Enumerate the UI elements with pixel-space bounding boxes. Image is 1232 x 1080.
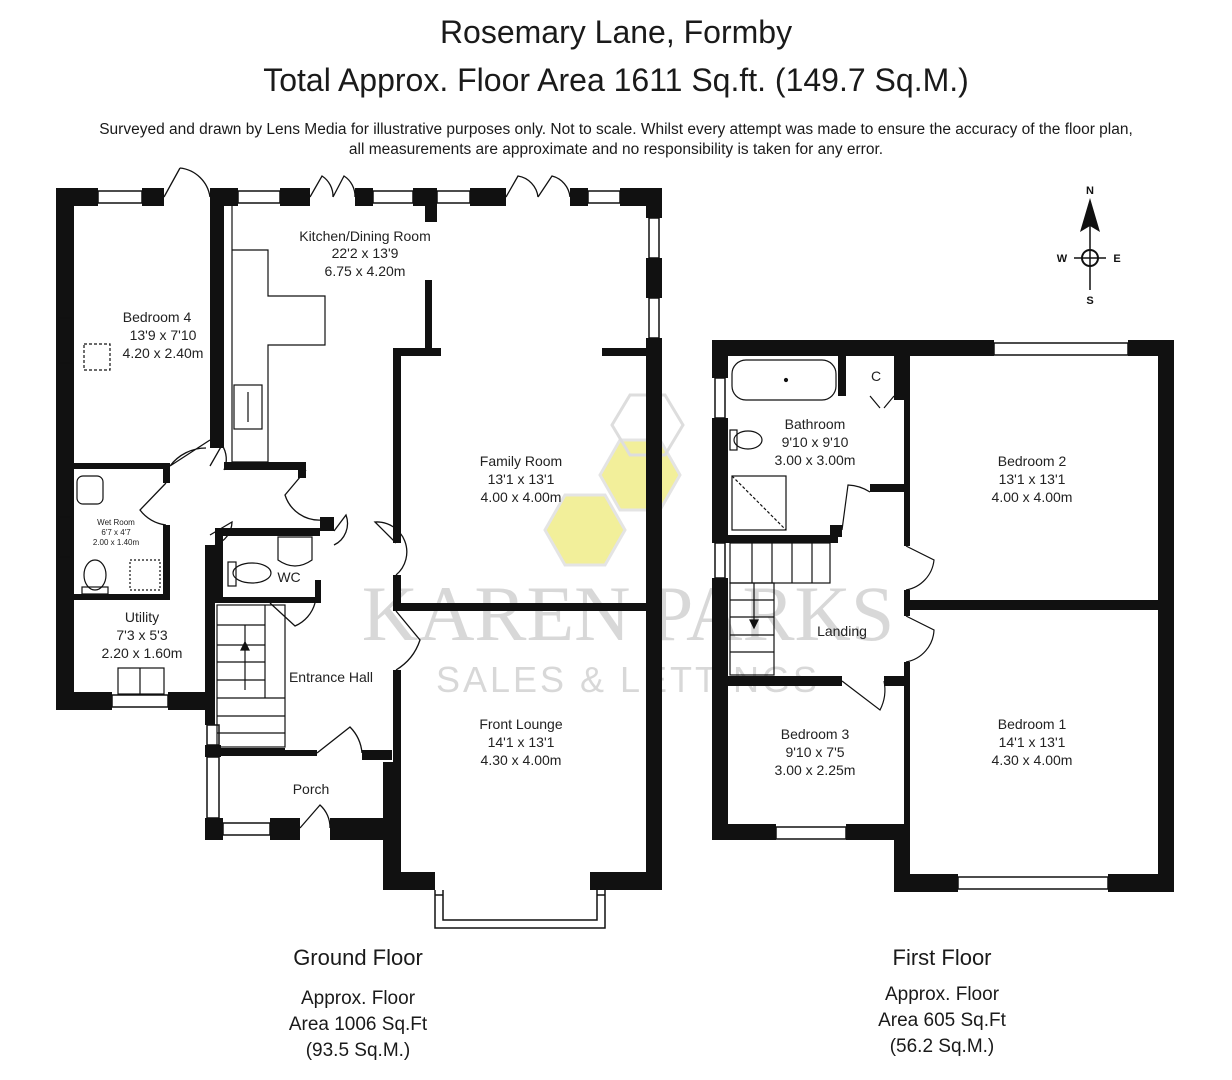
room-name: Entrance Hall bbox=[289, 669, 373, 685]
ground-area-line-2: Area 1006 Sq.Ft bbox=[288, 1014, 428, 1035]
room-imperial: 9'10 x 7'5 bbox=[785, 744, 844, 760]
room-imperial: 13'1 x 13'1 bbox=[999, 471, 1066, 487]
room-bedroom-3: Bedroom 3 9'10 x 7'5 3.00 x 2.25m bbox=[775, 726, 856, 778]
room-name: C bbox=[871, 368, 881, 384]
room-bedroom-1: Bedroom 1 14'1 x 13'1 4.30 x 4.00m bbox=[992, 716, 1073, 768]
disclaimer-line-1: Surveyed and drawn by Lens Media for ill… bbox=[99, 121, 1133, 138]
room-bathroom: Bathroom 9'10 x 9'10 3.00 x 3.00m bbox=[775, 416, 856, 468]
compass-icon: N S W E bbox=[1057, 185, 1121, 307]
shower-icon bbox=[731, 475, 787, 531]
room-name: Bedroom 4 bbox=[123, 309, 192, 325]
room-metric: 4.20 x 2.40m bbox=[123, 345, 204, 361]
ground-area-line-1: Approx. Floor bbox=[300, 988, 416, 1009]
room-metric: 2.00 x 1.40m bbox=[93, 538, 140, 547]
room-metric: 2.20 x 1.60m bbox=[102, 645, 183, 661]
first-floor-fixtures bbox=[729, 359, 935, 711]
room-metric: 4.00 x 4.00m bbox=[992, 489, 1073, 505]
first-floor-walls bbox=[712, 340, 1174, 892]
room-metric: 6.75 x 4.20m bbox=[325, 263, 406, 279]
ground-floor-title: Ground Floor bbox=[293, 945, 423, 970]
disclaimer: Surveyed and drawn by Lens Media for ill… bbox=[30, 120, 1202, 160]
room-name: Family Room bbox=[480, 453, 562, 469]
skylight-icon bbox=[83, 343, 111, 371]
room-utility: Utility 7'3 x 5'3 2.20 x 1.60m bbox=[102, 609, 183, 661]
ground-floor-doors bbox=[139, 167, 571, 829]
ground-floor-fixtures bbox=[76, 206, 326, 748]
room-bedroom-2: Bedroom 2 13'1 x 13'1 4.00 x 4.00m bbox=[992, 453, 1073, 505]
first-floor-windows bbox=[714, 342, 1129, 890]
first-floor-title: First Floor bbox=[892, 945, 992, 970]
room-name: Bedroom 1 bbox=[998, 716, 1067, 732]
room-metric: 3.00 x 3.00m bbox=[775, 452, 856, 468]
room-wc: WC bbox=[277, 569, 300, 585]
room-name: Front Lounge bbox=[479, 716, 562, 732]
basin-icon bbox=[76, 475, 104, 505]
first-floor-stairs bbox=[729, 542, 831, 676]
watermark-brand: KAREN PARKS bbox=[362, 570, 894, 657]
room-family: Family Room 13'1 x 13'1 4.00 x 4.00m bbox=[480, 453, 562, 505]
room-kitchen-dining: Kitchen/Dining Room 22'2 x 13'9 6.75 x 4… bbox=[299, 228, 431, 279]
wc-basin-icon bbox=[277, 536, 313, 567]
first-floor-area: Approx. Floor Area 605 Sq.Ft (56.2 Sq.M.… bbox=[822, 982, 1062, 1060]
ground-area-line-3: (93.5 Sq.M.) bbox=[305, 1040, 411, 1061]
room-porch: Porch bbox=[293, 781, 330, 797]
room-metric: 4.30 x 4.00m bbox=[481, 752, 562, 768]
compass-w: W bbox=[1057, 253, 1068, 265]
room-imperial: 13'1 x 13'1 bbox=[488, 471, 555, 487]
room-wet-room: Wet Room 6'7 x 4'7 2.00 x 1.40m bbox=[93, 518, 140, 547]
room-imperial: 6'7 x 4'7 bbox=[101, 528, 131, 537]
room-name: Utility bbox=[125, 609, 159, 625]
room-landing: Landing bbox=[817, 623, 867, 639]
room-bedroom-4: Bedroom 4 13'9 x 7'10 4.20 x 2.40m bbox=[123, 309, 204, 361]
room-imperial: 9'10 x 9'10 bbox=[782, 434, 849, 450]
room-metric: 3.00 x 2.25m bbox=[775, 762, 856, 778]
wc-toilet-icon bbox=[232, 562, 272, 584]
room-imperial: 22'2 x 13'9 bbox=[332, 245, 399, 261]
toilet-icon bbox=[83, 559, 107, 591]
disclaimer-line-2: all measurements are approximate and no … bbox=[348, 141, 884, 158]
room-name: Bathroom bbox=[785, 416, 846, 432]
ground-floor-area: Approx. Floor Area 1006 Sq.Ft (93.5 Sq.M… bbox=[238, 986, 478, 1064]
total-floor-area: Total Approx. Floor Area 1611 Sq.ft. (14… bbox=[263, 62, 969, 98]
shower-tray-icon bbox=[129, 559, 161, 591]
room-name: WC bbox=[277, 569, 300, 585]
compass-n: N bbox=[1086, 185, 1094, 197]
first-area-line-2: Area 605 Sq.Ft bbox=[878, 1010, 1006, 1031]
room-imperial: 14'1 x 13'1 bbox=[999, 734, 1066, 750]
room-metric: 4.30 x 4.00m bbox=[992, 752, 1073, 768]
ground-stairs bbox=[216, 604, 286, 748]
watermark-hexagon-outline bbox=[610, 393, 685, 457]
room-name: Kitchen/Dining Room bbox=[299, 228, 431, 244]
room-name: Bedroom 3 bbox=[781, 726, 850, 742]
bath-icon bbox=[731, 359, 837, 401]
room-metric: 4.00 x 4.00m bbox=[481, 489, 562, 505]
room-name: Landing bbox=[817, 623, 867, 639]
room-imperial: 13'9 x 7'10 bbox=[130, 327, 197, 343]
compass-north-arrow bbox=[1080, 198, 1100, 232]
bathroom-toilet-icon bbox=[733, 430, 763, 450]
room-cupboard: C bbox=[871, 368, 881, 384]
room-name: Bedroom 2 bbox=[998, 453, 1067, 469]
ground-floor-walls bbox=[56, 188, 662, 890]
first-area-line-3: (56.2 Sq.M.) bbox=[889, 1036, 995, 1057]
compass-s: S bbox=[1086, 295, 1093, 307]
room-name: Porch bbox=[293, 781, 330, 797]
plan-title: Rosemary Lane, Formby bbox=[439, 14, 793, 50]
compass-e: E bbox=[1113, 253, 1120, 265]
room-name: Wet Room bbox=[97, 518, 135, 527]
room-imperial: 14'1 x 13'1 bbox=[488, 734, 555, 750]
first-area-line-1: Approx. Floor bbox=[884, 984, 1000, 1005]
room-front-lounge: Front Lounge 14'1 x 13'1 4.30 x 4.00m bbox=[479, 716, 562, 768]
room-entrance-hall: Entrance Hall bbox=[289, 669, 373, 685]
kitchen-sink-icon bbox=[233, 384, 263, 430]
watermark-hexagon bbox=[543, 493, 627, 567]
room-imperial: 7'3 x 5'3 bbox=[116, 627, 167, 643]
ground-floor-windows bbox=[58, 190, 660, 929]
utility-sink-icon bbox=[117, 667, 165, 695]
